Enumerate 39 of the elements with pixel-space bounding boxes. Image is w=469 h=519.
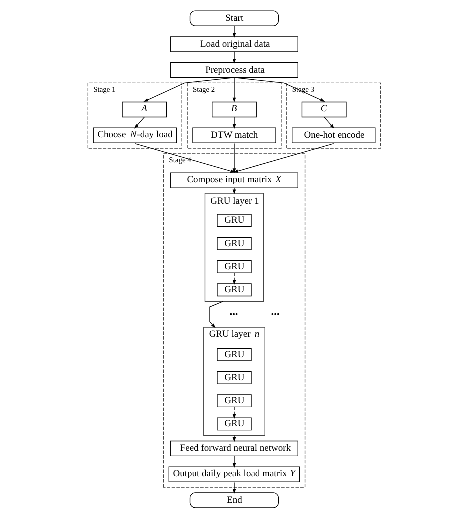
arrow [234,77,326,102]
arrow [144,77,235,102]
arrow [232,26,236,38]
node-box: Output daily peak load matrix Y [168,466,300,482]
node-box: GRU [217,284,252,297]
arrow [232,116,236,130]
node-box: Load original data [170,36,298,52]
arrow [134,116,145,129]
node-box: GRU [217,394,252,408]
node-box: GRU [217,418,252,431]
node-box: GRU [217,237,252,250]
arrow [232,143,236,174]
arrow [234,143,334,173]
node-box: One-hot encode [292,128,376,144]
node-box: GRU [217,260,252,274]
node-box: C [302,102,347,118]
node-box: Choose N-day load [93,128,177,144]
arrow [134,143,236,173]
arrow [232,52,236,64]
arrow [232,272,236,286]
node-box: B [212,102,257,118]
node-box: Compose input matrix X [170,172,298,188]
arrow [232,188,236,195]
arrow [232,435,236,442]
arrow [210,301,224,328]
node-box: Start [190,10,280,26]
node-box: GRU [217,214,252,228]
arrow [232,77,236,103]
node-box: End [190,492,280,508]
node-box: Preprocess data [170,62,298,78]
node-box: Feed forward neural network [170,440,298,457]
node-box: DTW match [192,128,276,144]
node-box: GRU [217,348,252,362]
node-box: GRU [217,371,252,384]
arrow [324,116,335,129]
arrow [232,456,236,468]
arrow [232,482,236,494]
arrow [232,406,236,420]
node-box: A [122,102,168,118]
